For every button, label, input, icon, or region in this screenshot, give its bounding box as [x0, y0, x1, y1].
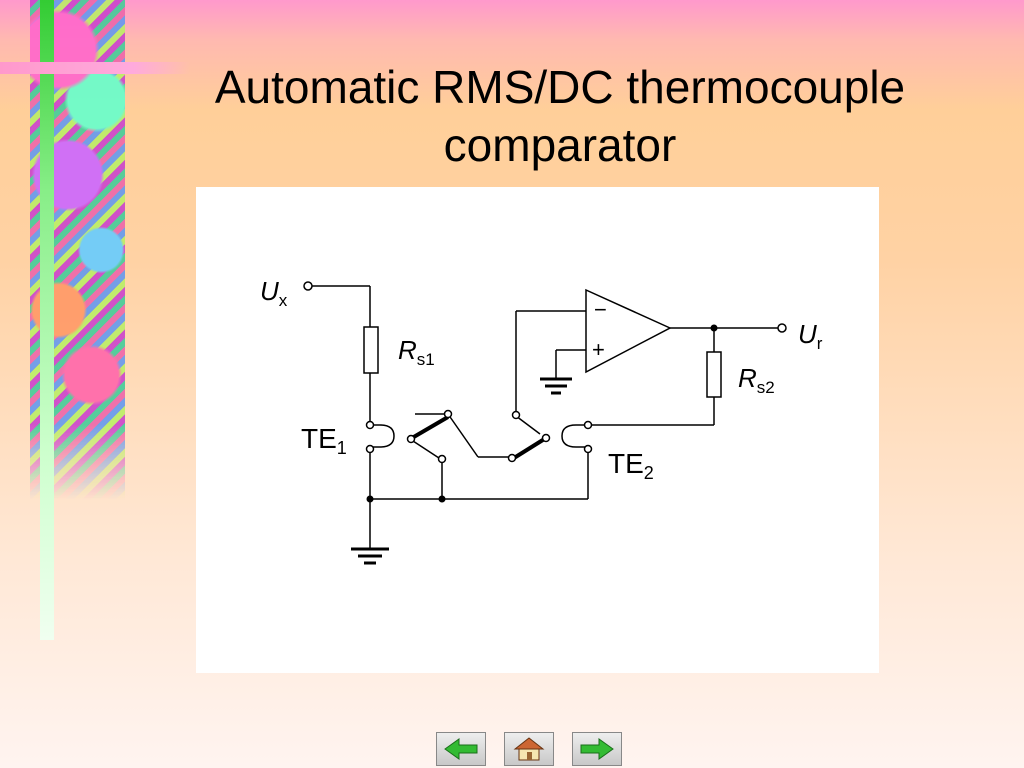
terminal-switch1-c: [437, 454, 447, 464]
label-te2: TE2: [608, 448, 654, 483]
terminal-ux: [303, 281, 313, 291]
slide-title: Automatic RMS/DC thermocouple comparator: [214, 61, 906, 171]
terminal-te1-bottom: [365, 444, 375, 454]
label-te1: TE1: [301, 423, 347, 458]
opamp-minus-sign: −: [594, 297, 607, 322]
terminal-switch1-b: [443, 409, 453, 419]
home-button[interactable]: [504, 732, 554, 766]
wire-switch1-bottom: [412, 440, 443, 461]
junction-output: [710, 324, 718, 332]
left-arrow-icon: [444, 738, 478, 760]
resistor-rs2: [706, 351, 722, 398]
label-rs2: Rs2: [738, 363, 775, 397]
terminal-ur: [777, 323, 787, 333]
resistor-rs1: [363, 326, 379, 374]
thermoelement-te1: [372, 424, 395, 448]
wire-switch1-right: [447, 413, 479, 458]
opamp-plus-sign: +: [592, 337, 605, 362]
terminal-te2-bottom: [583, 444, 593, 454]
terminal-switch2-a: [511, 410, 521, 420]
wire-switch2-left: [515, 415, 541, 435]
terminal-switch1-a: [406, 434, 416, 444]
label-rs1: Rs1: [398, 335, 435, 369]
decorative-pink-bar: [0, 62, 190, 74]
switch2-blade: [512, 436, 548, 460]
opamp-body: [585, 288, 672, 374]
home-icon: [513, 737, 545, 761]
circuit-diagram: Ux Rs1 TE1 TE2 Rs2 Ur − +: [196, 187, 879, 673]
label-ur: Ur: [798, 319, 823, 353]
terminal-switch2-c: [541, 433, 551, 443]
switch1-blade: [410, 415, 450, 440]
forward-button[interactable]: [572, 732, 622, 766]
terminal-te1-top: [365, 420, 375, 430]
terminal-switch2-b: [507, 453, 517, 463]
junction-ground-mid: [438, 495, 446, 503]
circuit-svg: Ux Rs1 TE1 TE2 Rs2 Ur − +: [260, 276, 823, 565]
terminal-te2-top: [583, 420, 593, 430]
back-button[interactable]: [436, 732, 486, 766]
thermoelement-te2: [561, 424, 586, 448]
label-ux: Ux: [260, 276, 288, 310]
decorative-green-bar: [40, 0, 54, 640]
right-arrow-icon: [580, 738, 614, 760]
junction-ground-left: [366, 495, 374, 503]
